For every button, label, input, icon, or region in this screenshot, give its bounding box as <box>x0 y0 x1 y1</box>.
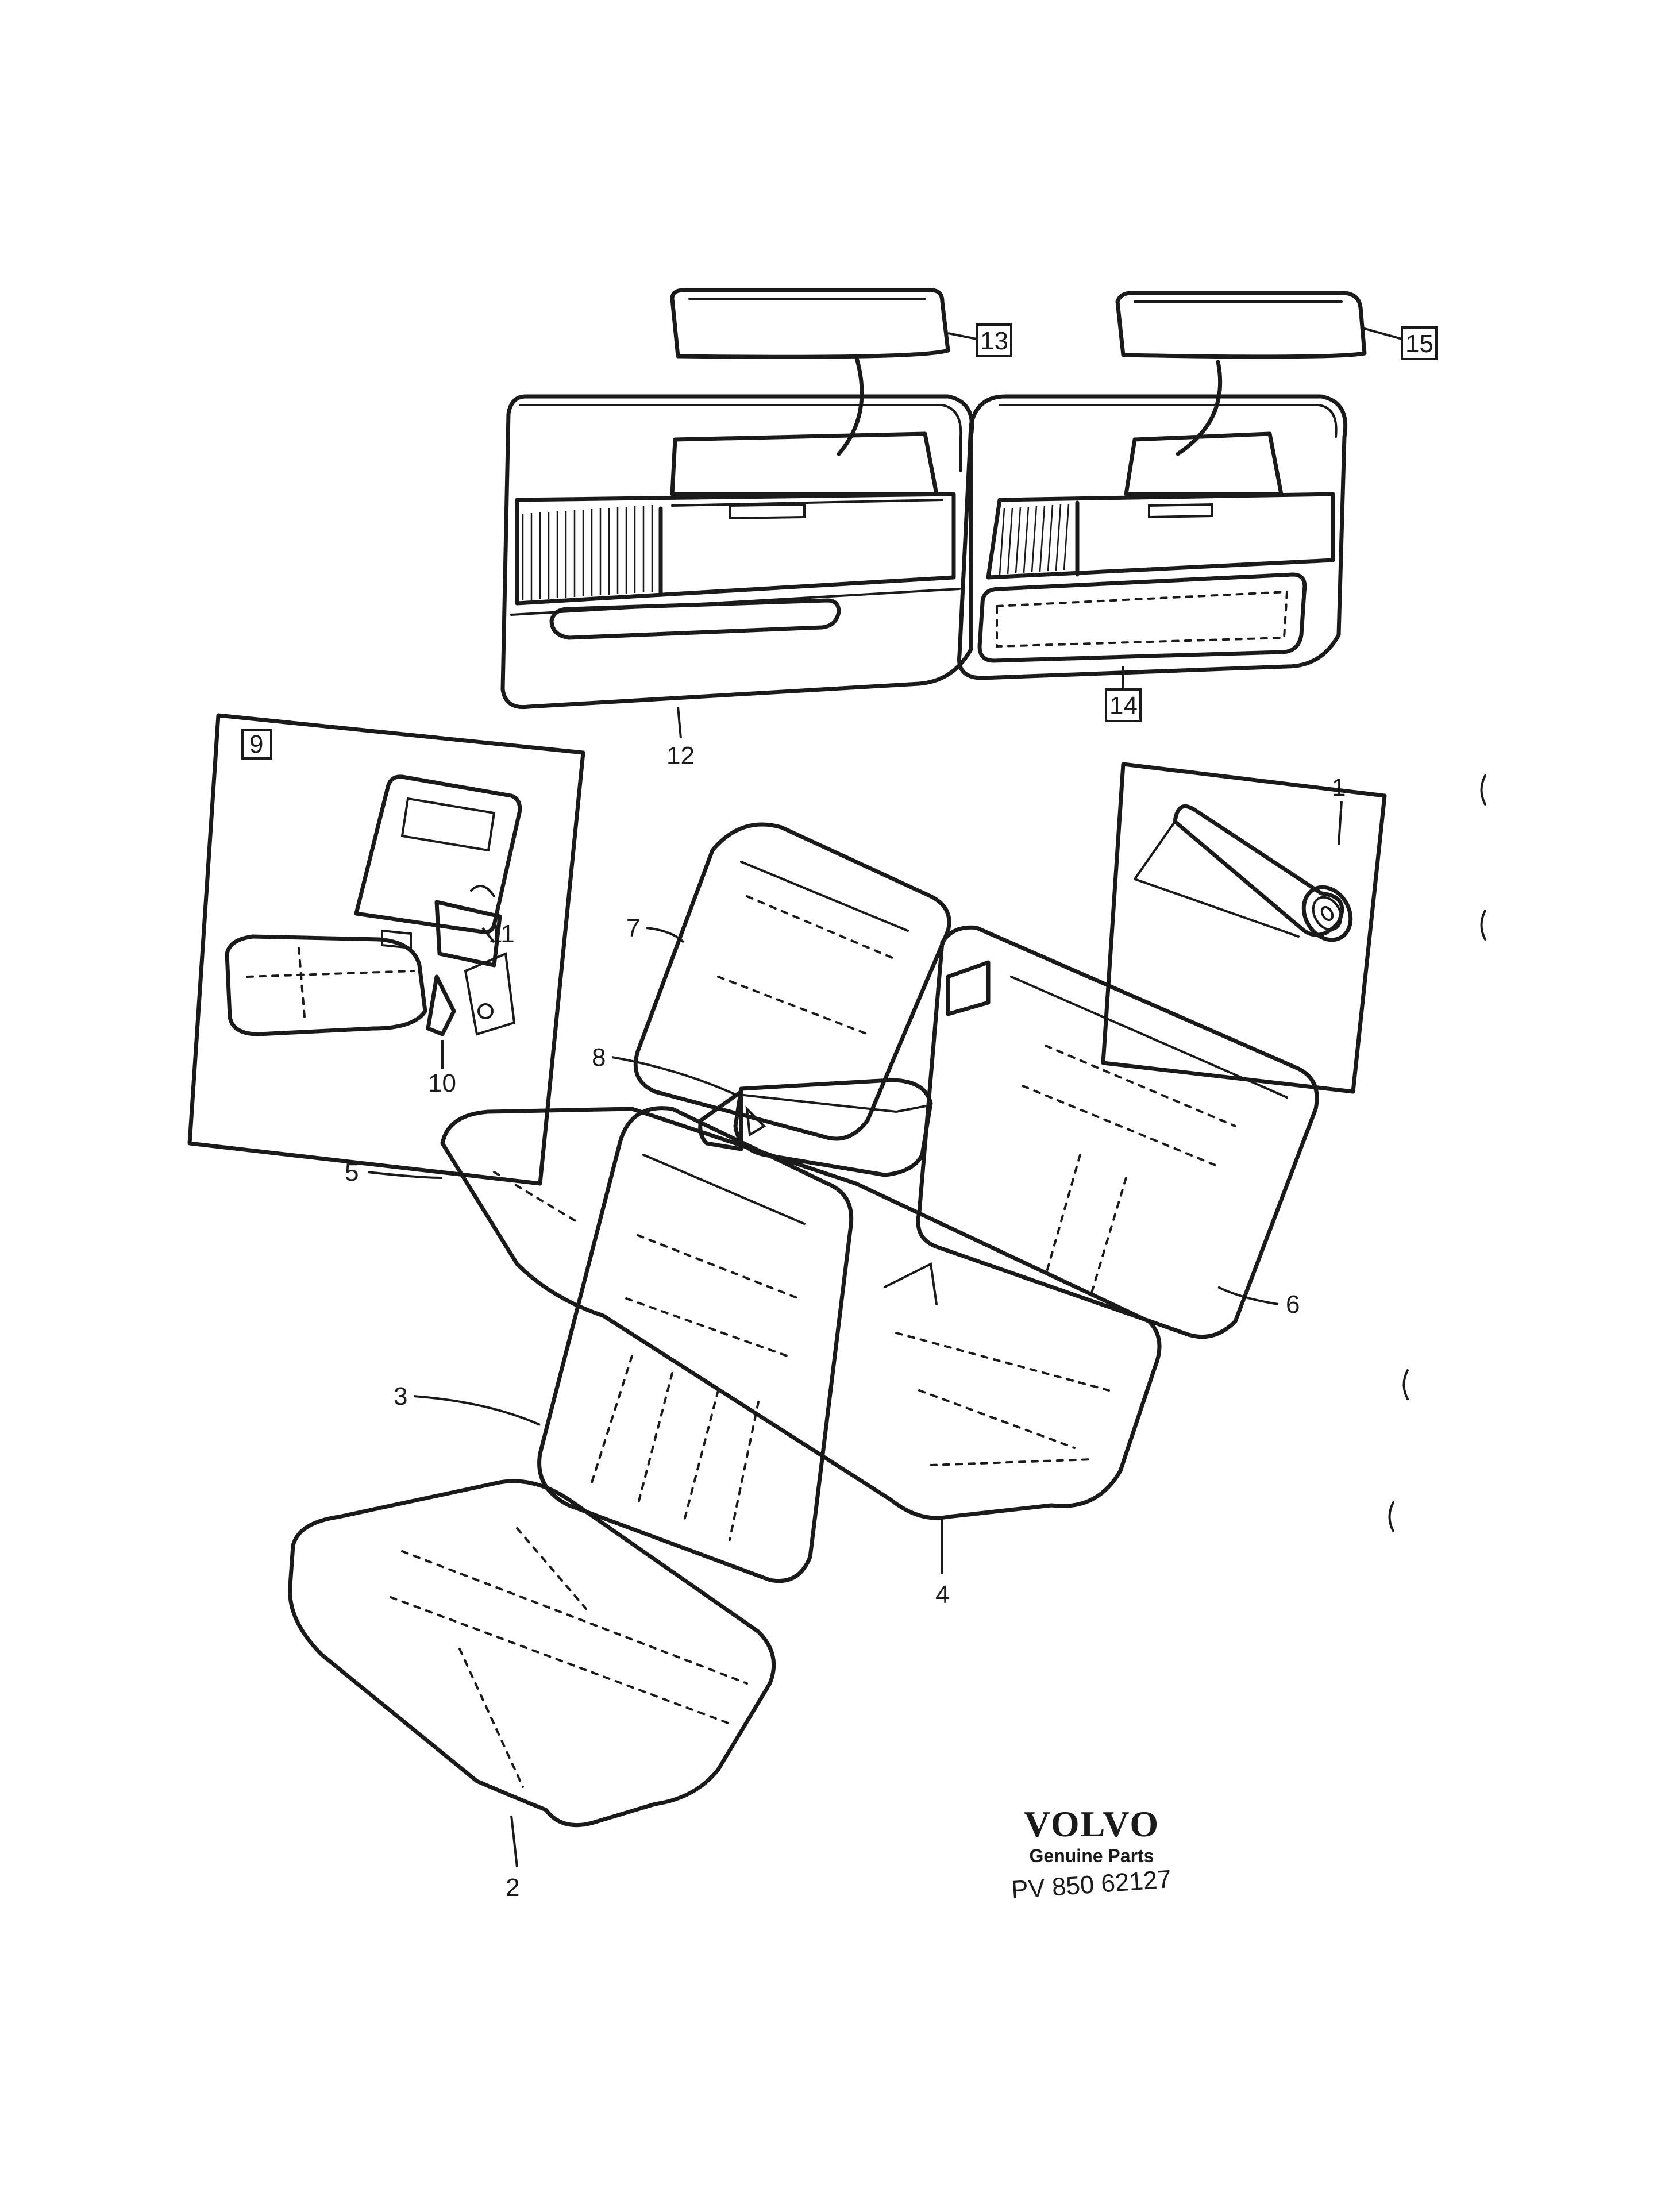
callout-1: 1 <box>1332 773 1346 801</box>
detail-inset-box <box>187 713 585 1186</box>
callout-2: 2 <box>506 1874 519 1902</box>
rear-speaker-grille <box>999 503 1070 575</box>
callout-14: 14 <box>1109 692 1138 720</box>
callout-12: 12 <box>666 742 695 770</box>
callout-5: 5 <box>345 1158 359 1186</box>
callout-10: 10 <box>428 1069 456 1097</box>
leader-lines <box>367 326 1402 1868</box>
brand-logo-text: VOLVO <box>1023 1803 1160 1844</box>
callout-8: 8 <box>592 1043 606 1072</box>
margin-marks <box>1388 774 1486 1532</box>
rear-door-panel <box>957 394 1348 680</box>
front-door-panel <box>500 394 974 710</box>
brand-tagline: Genuine Parts <box>1029 1845 1154 1866</box>
front-door-top-cap <box>670 288 950 359</box>
front-seat-cushion <box>288 1479 776 1828</box>
front-seat-backrest <box>537 1106 854 1583</box>
callout-4: 4 <box>935 1581 949 1609</box>
callout-9: 9 <box>249 730 263 758</box>
callout-labels: 1 2 3 4 5 6 7 8 9 10 11 12 13 14 15 <box>241 323 1438 1902</box>
rear-door-top-cap <box>1115 291 1367 359</box>
material-roll-box <box>1101 762 1387 1094</box>
callout-11: 11 <box>488 920 515 948</box>
rear-right-backrest <box>916 925 1319 1339</box>
callout-3: 3 <box>394 1382 407 1411</box>
rear-left-backrest <box>633 822 951 1141</box>
cap-arrow-front <box>837 354 864 456</box>
callout-13: 13 <box>980 327 1008 355</box>
callout-6: 6 <box>1286 1290 1300 1319</box>
callout-15: 15 <box>1405 330 1433 358</box>
front-speaker-grille <box>522 505 653 600</box>
callout-7: 7 <box>626 914 640 942</box>
cap-arrow-rear <box>1176 360 1223 456</box>
